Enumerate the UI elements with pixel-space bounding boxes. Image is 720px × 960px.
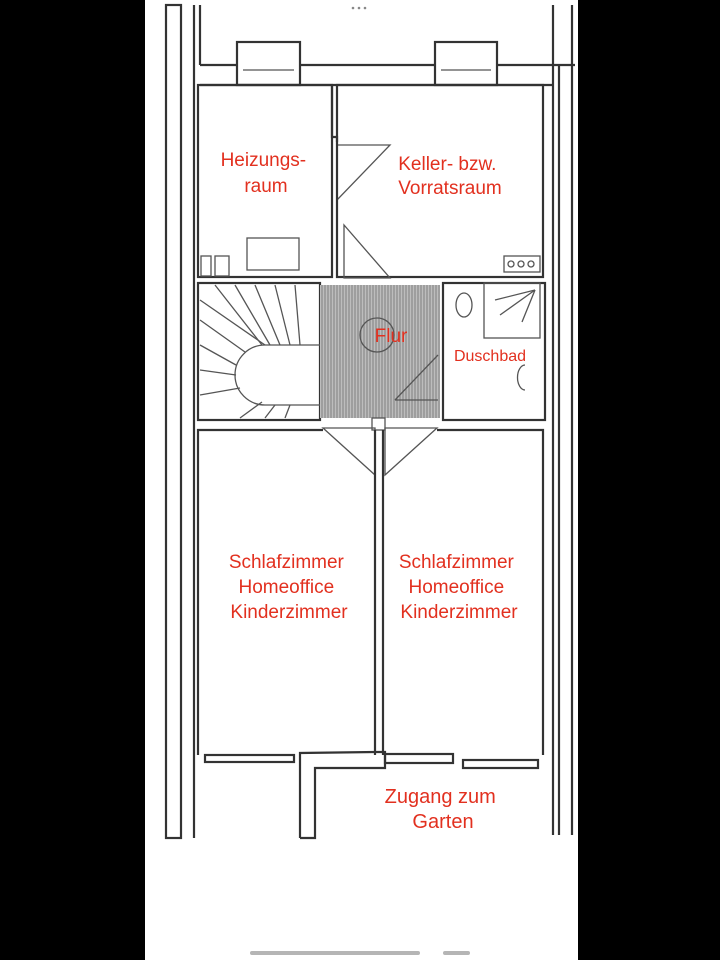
door-swing-right: [384, 427, 439, 477]
room-duschbad: Duschbad: [441, 281, 547, 422]
label-flur: Flur: [375, 326, 408, 347]
door-swing: [336, 144, 392, 202]
home-indicator[interactable]: [250, 951, 420, 955]
floor-plan-sheet: [145, 0, 578, 960]
label-garten: Zugang zum Garten: [385, 786, 502, 833]
label-heizungsraum: Heizungs- raum: [221, 150, 312, 197]
ellipsis-icon[interactable]: [351, 6, 367, 10]
room-flur: Flur: [320, 285, 440, 418]
door-swing-left: [321, 427, 376, 477]
room-zimmer-right: Schlafzimmer Homeoffice Kinderzimmer: [381, 428, 545, 755]
page-indicator: [443, 951, 470, 955]
label-zimmer-right: Schlafzimmer Homeoffice Kinderzimmer: [399, 552, 519, 623]
room-heizungsraum: Heizungs- raum: [196, 83, 339, 279]
label-duschbad: Duschbad: [454, 348, 526, 365]
room-zimmer-left: Schlafzimmer Homeoffice Kinderzimmer: [196, 428, 377, 755]
label-zimmer-left: Schlafzimmer Homeoffice Kinderzimmer: [229, 552, 349, 623]
bottom-wall: [203, 750, 540, 840]
light-well-left: [235, 40, 302, 87]
room-keller: Keller- bzw. Vorratsraum: [335, 83, 545, 279]
outer-wall-right: [551, 5, 574, 835]
light-well-right: [433, 40, 499, 87]
label-keller: Keller- bzw. Vorratsraum: [398, 154, 501, 199]
outer-wall-left: [164, 3, 202, 840]
staircase: [196, 281, 322, 422]
top-wall: [200, 63, 575, 87]
wall-stub: [371, 417, 386, 431]
